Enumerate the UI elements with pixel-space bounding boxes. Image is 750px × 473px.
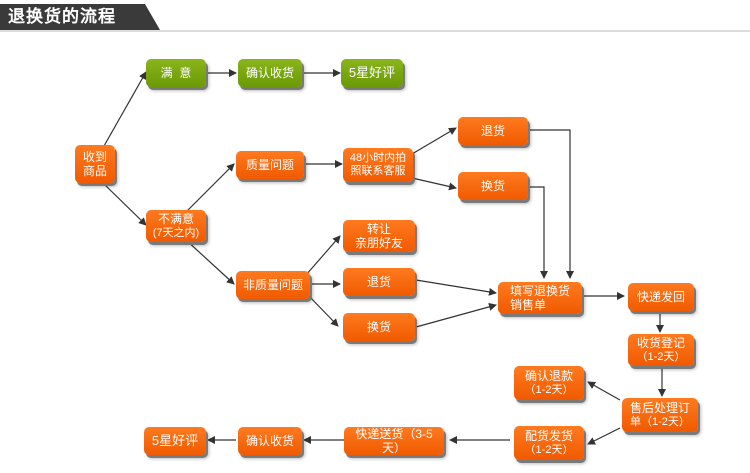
ship-goods-node: 配货发货（1-2天）	[514, 426, 584, 460]
arrow-exchange-top-fill	[530, 186, 548, 279]
express-delivery-node: 快递送货（3-5天）	[344, 427, 444, 455]
arrow-exchange-mid-fill	[415, 302, 497, 328]
arrow-unsatisfied-quality	[185, 163, 235, 213]
photo-contact-node: 48小时内拍照联系客服	[343, 148, 413, 182]
non-quality-issue-node: 非质量问题	[236, 271, 310, 299]
quality-issue-node: 质量问题	[236, 151, 304, 179]
arrow-return-top-fill	[530, 129, 574, 279]
arrow-nonquality-exchange	[305, 292, 339, 327]
confirm-refund-node: 确认退款（1-2天）	[514, 366, 584, 400]
arrow-nonquality-transfer	[305, 235, 341, 276]
unsatisfied-node: 不满意(7天之内)	[146, 210, 206, 242]
arrow-photo-exchange	[411, 177, 457, 191]
fill-form-node: 填写退换货销售单	[498, 282, 582, 314]
title-divider	[0, 30, 750, 32]
arrow-aftersales-refund	[587, 381, 621, 401]
page-title: 退换货的流程	[8, 7, 116, 26]
arrow-return-mid-fill	[415, 279, 497, 296]
satisfied-node: 满 意	[146, 59, 206, 87]
arrow-aftersales-ship	[587, 427, 621, 445]
express-return-node: 快递发回	[628, 283, 694, 311]
received-node: 收到商品	[75, 145, 115, 183]
return-top-node: 退货	[458, 117, 528, 145]
arrow-received-unsatisfied	[103, 183, 147, 226]
arrow-photo-return	[411, 127, 457, 155]
confirm-receipt-bottom-node: 确认收货	[238, 427, 302, 455]
confirm-receipt-top-node: 确认收货	[238, 59, 302, 87]
return-mid-node: 退货	[343, 268, 415, 296]
title-banner: 退换货的流程	[0, 0, 170, 32]
five-star-top-node: 5星好评	[341, 59, 403, 87]
arrow-received-satisfied	[103, 71, 147, 147]
exchange-mid-node: 换货	[343, 313, 415, 341]
after-sales-node: 售后处理订单（1-2天）	[622, 398, 698, 432]
transfer-node: 转让亲朋好友	[343, 220, 415, 252]
five-star-bottom-node: 5星好评	[144, 427, 206, 455]
receipt-register-node: 收货登记（1-2天）	[628, 334, 694, 366]
exchange-top-node: 换货	[458, 172, 528, 200]
arrow-unsatisfied-nonquality	[185, 239, 235, 285]
